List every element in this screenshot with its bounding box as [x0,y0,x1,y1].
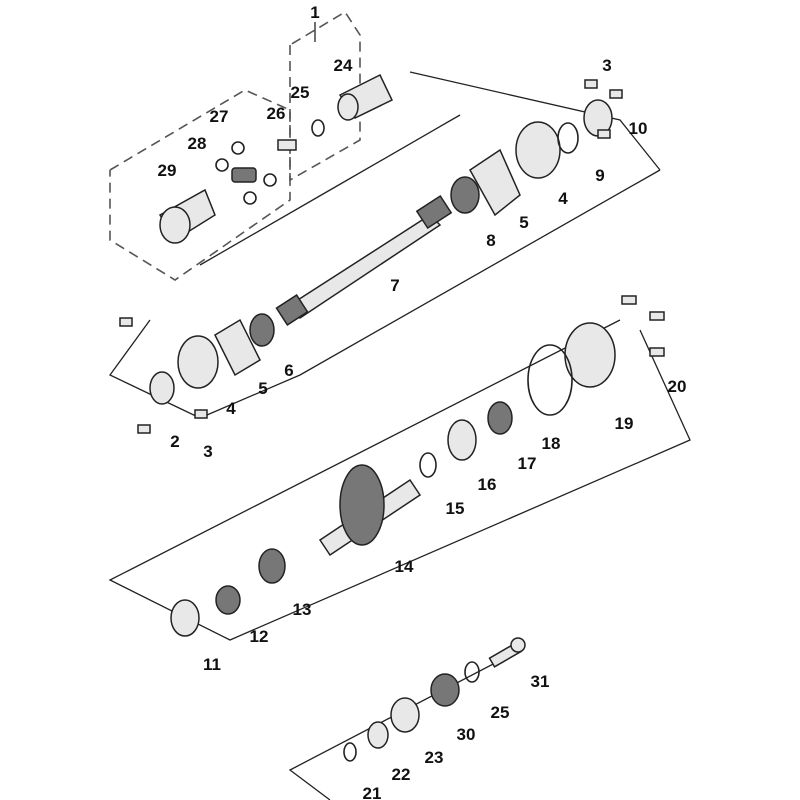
collar-23 [390,697,420,733]
callout-label: 20 [668,377,687,396]
bearing-13 [258,548,286,584]
housing-4-upper [515,121,561,179]
callout-label: 28 [188,134,207,153]
gasket-5-upper [469,148,521,217]
callout-label: 8 [486,231,495,250]
o-ring-18 [527,344,573,416]
callout-label: 22 [392,765,411,784]
callout-label: 11 [203,655,221,674]
callout-label: 9 [595,166,604,185]
bearing-6 [249,313,275,347]
connector-line-a [409,71,661,171]
callout-label: 4 [226,399,236,418]
callout-label: 21 [363,784,382,800]
callout-label: 17 [518,454,537,473]
callout-label: 25 [291,83,310,102]
callout-label: 16 [478,475,497,494]
washer-15 [419,452,437,478]
callout-label: 15 [446,499,465,518]
callout-label: 10 [629,119,648,138]
callout-label: 30 [457,725,476,744]
universal-joint-box [109,89,291,281]
bolts-3-lower [119,317,208,434]
callout-label: 5 [258,379,267,398]
bolt-31 [488,637,526,668]
washer-25-lower [464,661,480,683]
callout-label: 31 [531,672,550,691]
callout-label: 7 [390,276,399,295]
o-ring-9 [557,122,579,154]
gasket-5-lower [214,318,261,377]
connector-line-c [108,319,691,641]
bushing-11 [170,599,200,637]
callout-label: 27 [210,107,229,126]
bolts-3-upper [584,79,623,139]
callout-label: 1 [310,3,319,22]
snap-ring-21 [343,742,357,762]
seal-2 [149,371,175,405]
callout-label: 2 [170,432,179,451]
bearing-8 [450,176,480,214]
shaft-7 [275,194,453,326]
bolt-26 [277,139,297,151]
yoke-24 [337,73,393,121]
connector-line-top [199,114,461,266]
callout-label: 3 [203,442,212,461]
callout-label: 25 [491,703,510,722]
callout-label: 6 [284,361,293,380]
assembly-1-box [289,10,361,182]
yoke-29 [158,188,216,244]
washer-25 [311,119,325,137]
callout-label: 29 [158,161,177,180]
callout-label: 3 [602,56,611,75]
callout-label: 26 [267,104,286,123]
callout-label: 13 [293,600,312,619]
callout-label: 4 [558,189,568,208]
callout-label: 12 [250,627,269,646]
callout-label: 23 [425,748,444,767]
callout-label: 5 [519,213,528,232]
housing-4-lower [177,335,219,389]
callout-label: 14 [395,557,414,576]
bearing-17 [487,401,513,435]
bushing-22 [367,721,389,749]
callout-label: 19 [615,414,634,433]
bevel-gear-14 [318,464,422,557]
cross-spider-28 [215,141,277,205]
collar-16 [447,419,477,461]
callout-label: 24 [334,56,353,75]
needle-bearing-30 [430,673,460,707]
needle-bearing-12 [215,585,241,615]
bolts-20 [621,295,665,357]
callout-label: 18 [542,434,561,453]
